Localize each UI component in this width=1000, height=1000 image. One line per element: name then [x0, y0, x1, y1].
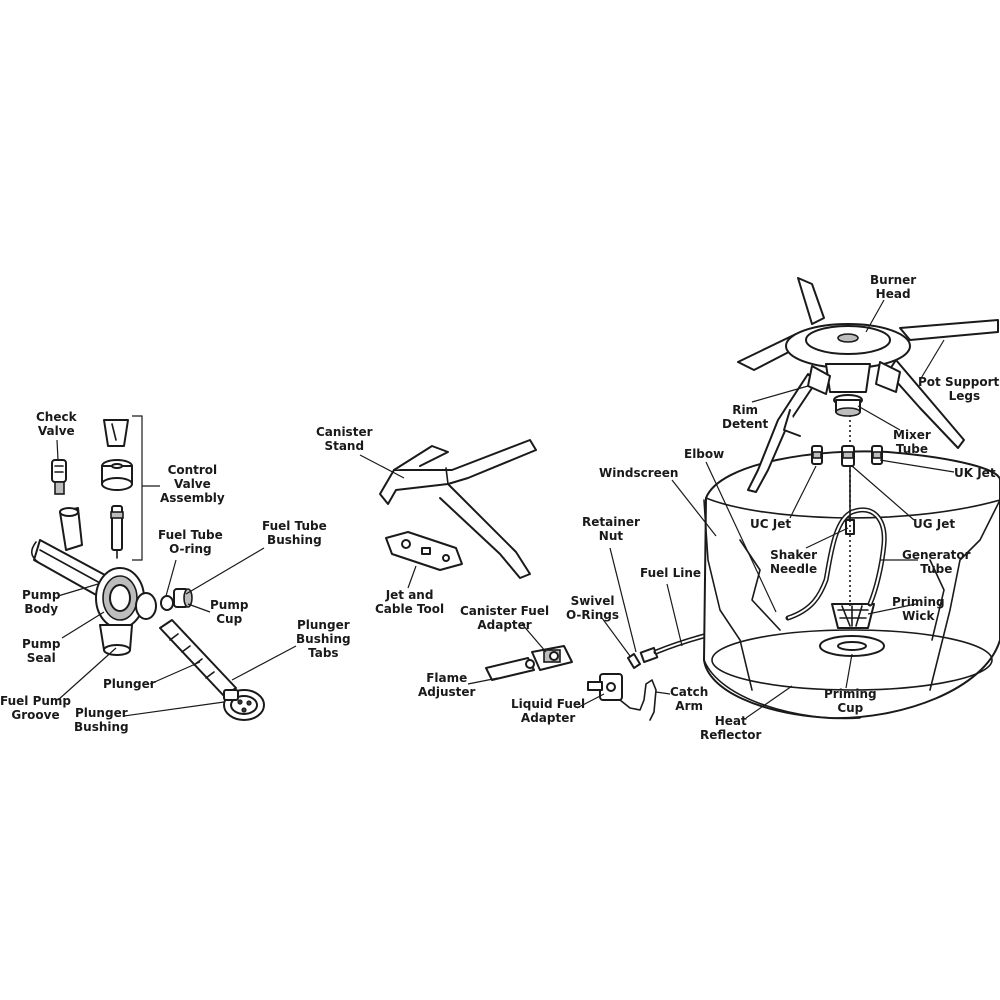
burner-and-supports-part	[737, 277, 999, 493]
catch-arm-part	[619, 679, 657, 721]
check-valve-part	[51, 459, 67, 495]
windscreen-part	[703, 450, 1000, 720]
pump-body-part	[30, 507, 157, 656]
label-pot-supports-legs: Pot Supports/Legs	[918, 375, 1000, 403]
jets-part	[811, 445, 883, 467]
label-uk-jet: UK Jet	[954, 466, 996, 480]
label-ug-jet: UG Jet	[913, 517, 956, 531]
label-plunger: Plunger	[103, 677, 156, 691]
canister-fuel-adapter-part	[531, 645, 573, 671]
canister-stand-part	[379, 439, 537, 579]
control-valve-part	[101, 419, 133, 559]
label-windscreen: Windscreen	[599, 466, 679, 480]
fuel-tube-oring-part	[160, 595, 174, 611]
generator-tube-part	[785, 507, 887, 621]
pump-assembly	[30, 415, 265, 721]
jet-and-cable-tool-part	[385, 531, 463, 571]
priming-cup-part	[819, 635, 885, 657]
liquid-fuel-adapter-part	[587, 673, 623, 701]
priming-wick-part	[831, 603, 875, 629]
label-uc-jet: UC Jet	[750, 517, 792, 531]
flame-adjuster-part	[485, 657, 535, 681]
label-elbow: Elbow	[684, 447, 725, 461]
label-fuel-line: Fuel Line	[640, 566, 702, 580]
heat-reflector-part	[711, 629, 993, 691]
leader-lines	[56, 299, 955, 719]
plunger-part	[159, 619, 265, 721]
